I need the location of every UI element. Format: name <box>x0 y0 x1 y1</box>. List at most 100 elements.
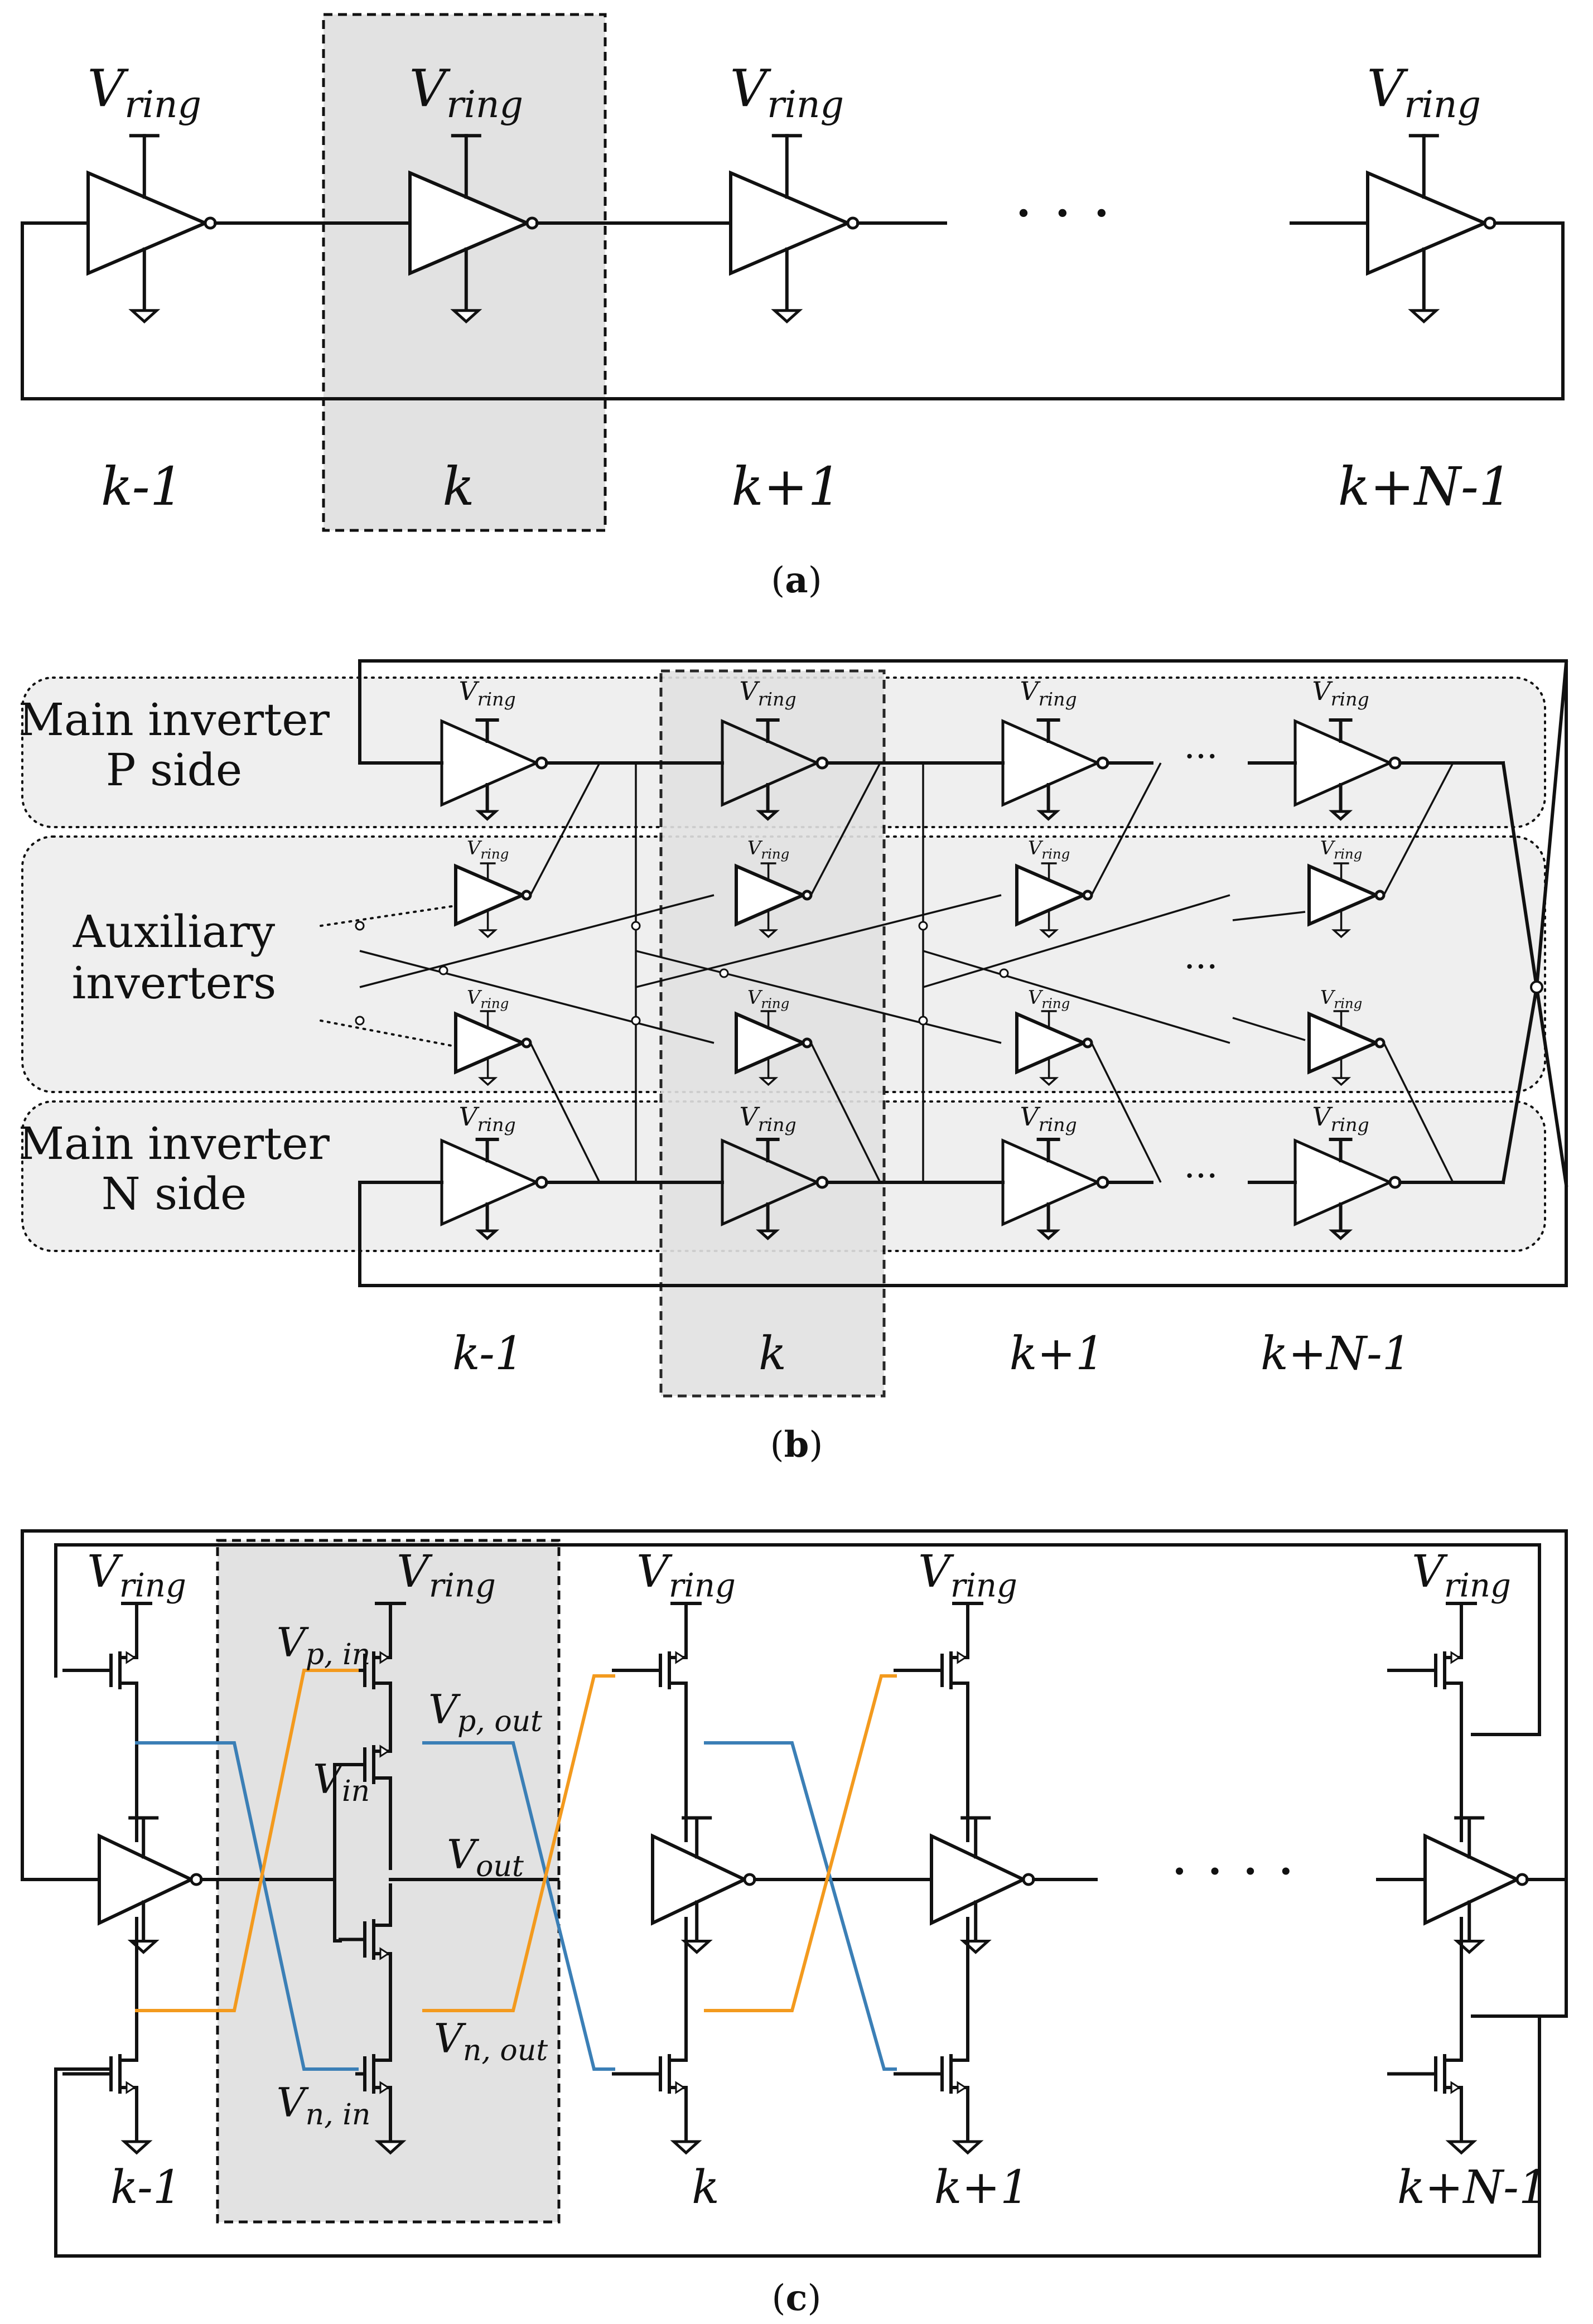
leader-line <box>320 905 453 927</box>
ground-symbol <box>1039 1077 1059 1086</box>
ground-symbol <box>128 309 161 323</box>
label-subscript: ring <box>1041 845 1070 862</box>
source-arrow <box>957 1651 967 1664</box>
cross-coupling-wire-blue <box>135 1741 359 2071</box>
leader-line <box>320 1020 453 1047</box>
label-base: V <box>459 1101 480 1132</box>
feedback-wire <box>21 221 1565 400</box>
source-arrow <box>379 2081 390 2094</box>
label-subscript: ring <box>429 1567 496 1605</box>
supply-label: Vring <box>467 987 509 1011</box>
label-subscript: ring <box>1404 83 1481 126</box>
label-subscript: ring <box>950 1567 1017 1605</box>
aux-output-wire <box>810 1042 881 1183</box>
aux-inverter-lower <box>454 1010 532 1086</box>
aux-inverter-upper <box>735 862 813 939</box>
label-base: V <box>1412 1545 1448 1597</box>
caption-letter: b <box>784 1424 809 1466</box>
inverter-symbol <box>454 863 527 927</box>
pmos-transistor <box>339 1737 392 1792</box>
pmos-transistor <box>1387 1644 1463 1697</box>
label-base: V <box>740 676 761 706</box>
inverter-stage-2 <box>729 134 860 323</box>
ground-symbol <box>1036 810 1061 821</box>
label-subscript: ring <box>767 83 844 126</box>
cross-coupling-wire <box>635 894 1002 988</box>
label-base: V <box>1312 1101 1334 1132</box>
label-base: V <box>747 987 763 1009</box>
supply-label: Vring <box>1020 676 1077 710</box>
main-inverter-n <box>440 1138 548 1240</box>
caption-b: (b) <box>770 1424 823 1466</box>
junction <box>719 968 729 978</box>
group-label: inverters <box>72 957 277 1009</box>
label-base: V <box>434 2015 467 2062</box>
outer-loop-wire <box>21 1529 1568 2018</box>
caption-paren: ) <box>809 1424 823 1466</box>
aux-output-wire <box>1090 1042 1162 1183</box>
junction <box>631 921 641 931</box>
cross-coupling-wire-blue <box>704 1741 897 2071</box>
caption-c: (c) <box>772 2277 822 2319</box>
stage-label: k-1 <box>101 456 184 518</box>
junction <box>438 965 448 975</box>
node-label-vp_out: Vp, out <box>428 1686 542 1738</box>
source-arrow <box>125 2081 136 2094</box>
label-base: V <box>313 1756 346 1803</box>
source-arrow <box>1450 1651 1461 1664</box>
caption-a: (a) <box>771 559 822 601</box>
label-subscript: ring <box>1331 1114 1369 1136</box>
junction <box>355 921 365 931</box>
inverter-symbol <box>1423 1833 1522 1926</box>
label-base: V <box>1320 837 1336 859</box>
source-arrow <box>675 1651 686 1664</box>
label-base: V <box>87 1545 123 1597</box>
pmos-transistor <box>355 1644 392 1697</box>
ground-symbol <box>680 1940 713 1954</box>
label-base: V <box>467 837 482 859</box>
caption-letter: c <box>786 2277 808 2319</box>
source-arrow <box>957 2081 967 2094</box>
outer-loop-wire <box>54 1543 1541 1736</box>
ellipsis: ··· <box>1184 1156 1218 1197</box>
label-subscript: ring <box>1041 995 1070 1011</box>
label-base: V <box>277 2079 310 2126</box>
stage-label: k+1 <box>934 2161 1030 2214</box>
node-label-vp_in: Vp, in <box>277 1619 370 1671</box>
label-base: V <box>447 1831 480 1878</box>
cross-coupling-wire <box>359 950 715 1044</box>
aux-inverter-upper <box>1015 862 1093 939</box>
label-subscript: ring <box>1331 688 1369 710</box>
ground-symbol <box>127 1940 160 1954</box>
aux-inverter-upper <box>1307 862 1386 939</box>
pmos-transistor <box>612 1644 688 1697</box>
node-label-vn_out: Vn, out <box>434 2015 548 2067</box>
aux-inverter-lower <box>735 1010 813 1086</box>
label-subscript: out <box>476 1850 524 1883</box>
source-arrow <box>379 1651 390 1664</box>
inverter-symbol <box>1307 1011 1380 1075</box>
supply-label-vring: Vring <box>87 1545 186 1605</box>
supply-label-vring: Vring <box>397 1545 496 1605</box>
group-label: Main inverter <box>18 694 330 746</box>
group-label: N side <box>102 1168 247 1220</box>
label-subscript: ring <box>480 845 509 862</box>
stage-label: k+N-1 <box>1397 2161 1548 2214</box>
label-subscript: n, in <box>306 2098 371 2132</box>
group-label: P side <box>106 744 242 796</box>
stage-label: k+1 <box>1010 1327 1105 1380</box>
node-label-vn_in: Vn, in <box>277 2079 371 2132</box>
supply-label: Vring <box>459 676 516 710</box>
nmos-transistor <box>339 1911 392 1968</box>
stage-label: k+N-1 <box>1261 1327 1411 1380</box>
label-base: V <box>636 1545 673 1597</box>
nmos-transistor <box>355 2046 392 2101</box>
supply-label: Vring <box>740 1101 796 1136</box>
node-label-v_out: Vout <box>447 1831 524 1883</box>
stage-label: k-1 <box>110 2161 182 2214</box>
stage-label: k+1 <box>731 456 842 518</box>
supply-label: Vring <box>1320 987 1363 1011</box>
inverter-stage-0 <box>98 1816 203 1954</box>
ground-symbol <box>475 810 500 821</box>
